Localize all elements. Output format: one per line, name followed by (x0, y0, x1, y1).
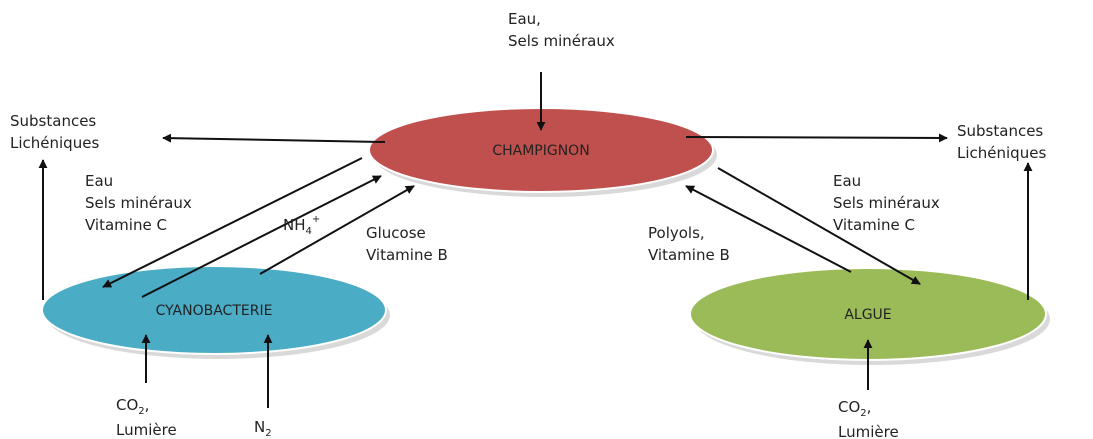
label-to-algue: Eau Sels minéraux Vitamine C (833, 172, 940, 234)
arrow-glucose-to-champignon (259, 185, 415, 275)
cyanobacterie-node: CYANOBACTERIE (41, 265, 390, 359)
algue-label: ALGUE (844, 307, 891, 323)
arrow-nh4-to-champignon (141, 175, 382, 298)
champignon-node: CHAMPIGNON (368, 107, 717, 197)
arrow-champignon-to-substances-left (162, 133, 386, 143)
label-substances-left: Substances Lichéniques (10, 112, 100, 152)
arrow-champignon-to-cyano (102, 157, 363, 288)
arrow-champignon-to-substances-right (685, 133, 948, 143)
label-nh4: NH4+ (283, 214, 321, 237)
label-to-cyano: Eau Sels minéraux Vitamine C (85, 172, 192, 234)
arrow-champignon-to-algue (717, 167, 921, 285)
champignon-label: CHAMPIGNON (492, 143, 589, 159)
label-polyols: Polyols, Vitamine B (648, 224, 730, 264)
label-cyano-co2: CO2, Lumière (116, 396, 177, 439)
arrow-polyols-to-champignon (685, 185, 852, 273)
algue-node: ALGUE (689, 267, 1050, 365)
label-algue-co2: CO2, Lumière (838, 398, 899, 439)
cyanobacterie-label: CYANOBACTERIE (156, 303, 273, 319)
label-water-minerals-top: Eau, Sels minéraux (508, 10, 615, 50)
label-substances-right: Substances Lichéniques (957, 122, 1047, 162)
label-glucose: Glucose Vitamine B (366, 224, 448, 264)
label-cyano-n2: N2 (254, 418, 272, 439)
